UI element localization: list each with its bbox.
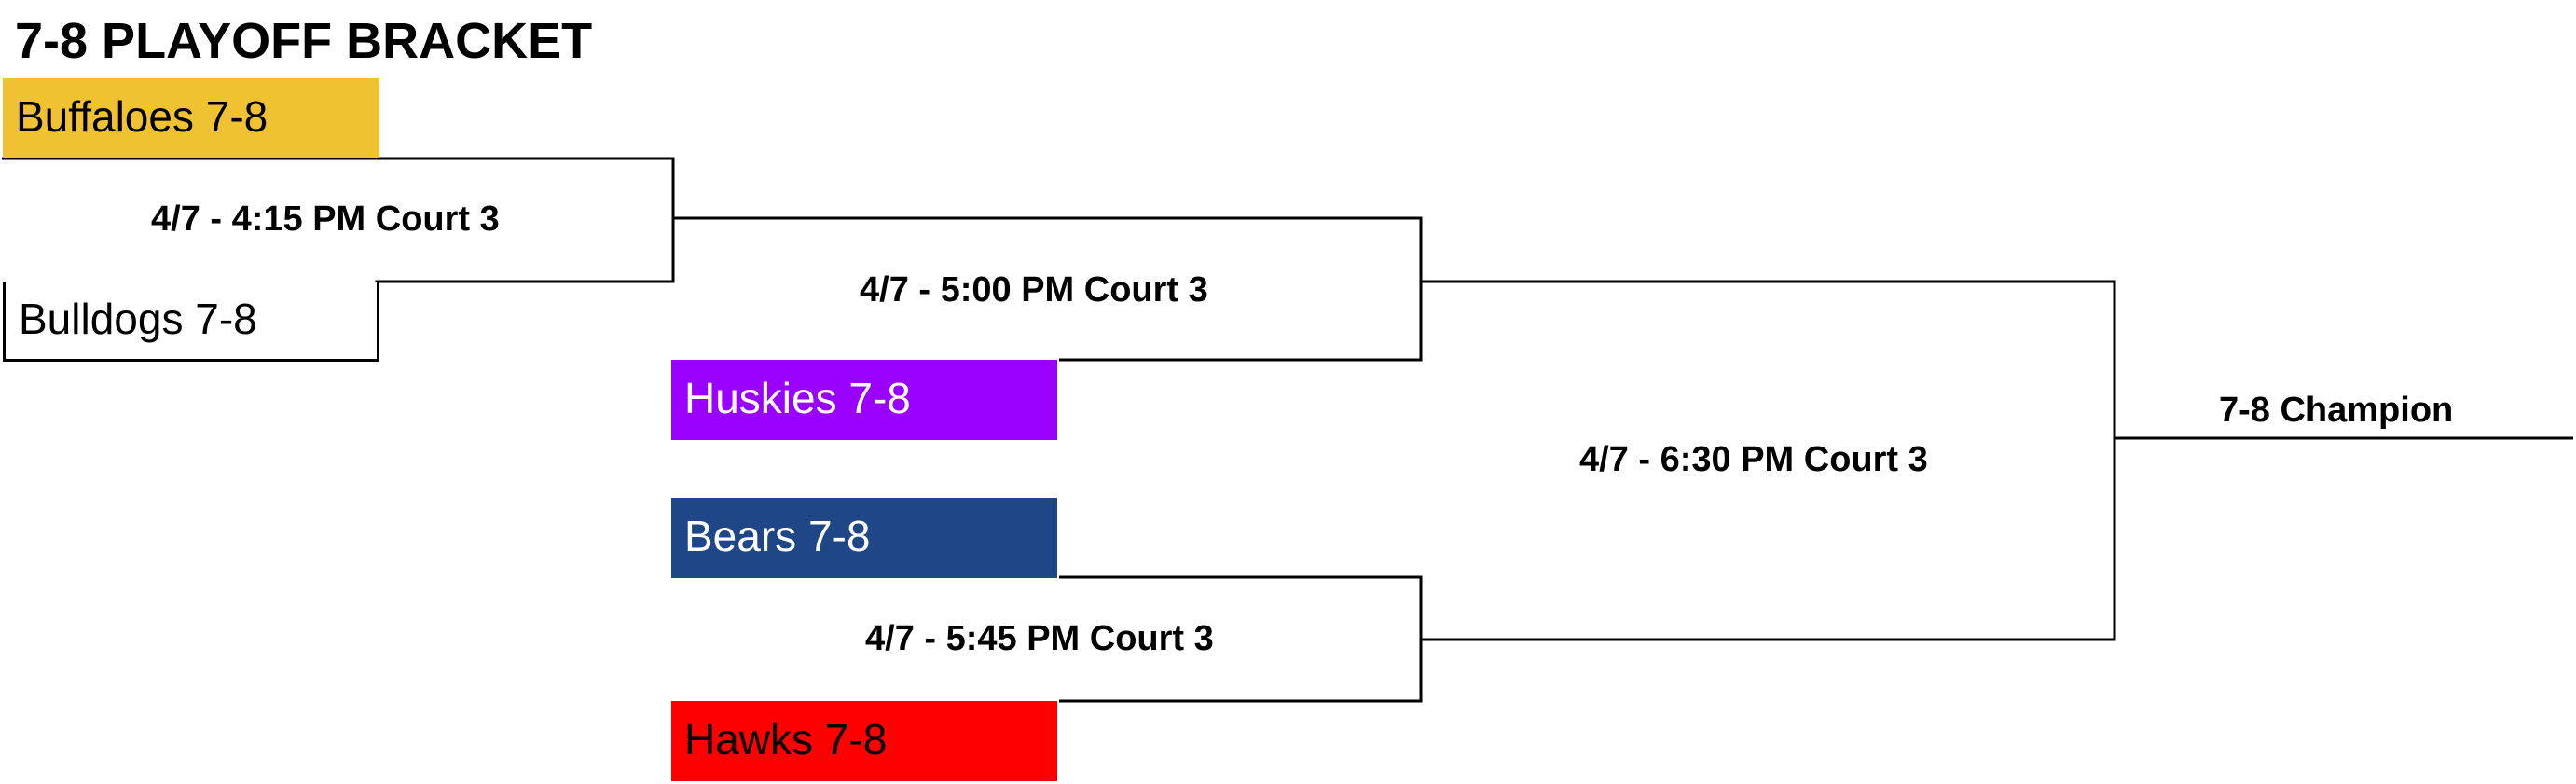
game-final: 4/7 - 6:30 PM Court 3: [1579, 440, 1928, 479]
game-round2-bottom: 4/7 - 5:45 PM Court 3: [865, 619, 1214, 658]
team-name: Huskies 7-8: [684, 374, 911, 422]
game-round1: 4/7 - 4:15 PM Court 3: [151, 199, 500, 239]
team-name: Hawks 7-8: [684, 715, 888, 763]
team-name: Bulldogs 7-8: [19, 295, 257, 343]
champion-label: 7-8 Champion: [2219, 391, 2454, 430]
team-buffaloes: Buffaloes 7-8: [3, 78, 379, 158]
team-hawks: Hawks 7-8: [671, 701, 1057, 781]
final-connector: [1421, 280, 2116, 641]
team-bears: Bears 7-8: [671, 498, 1057, 578]
team-huskies: Huskies 7-8: [671, 360, 1057, 440]
team-name: Bears 7-8: [684, 512, 871, 560]
team-bulldogs: Bulldogs 7-8: [3, 282, 379, 362]
round2-top-connector: [673, 216, 1423, 362]
game-round2-top: 4/7 - 5:00 PM Court 3: [860, 270, 1208, 309]
page-title: 7-8 PLAYOFF BRACKET: [15, 13, 593, 69]
team-name: Buffaloes 7-8: [16, 92, 269, 141]
